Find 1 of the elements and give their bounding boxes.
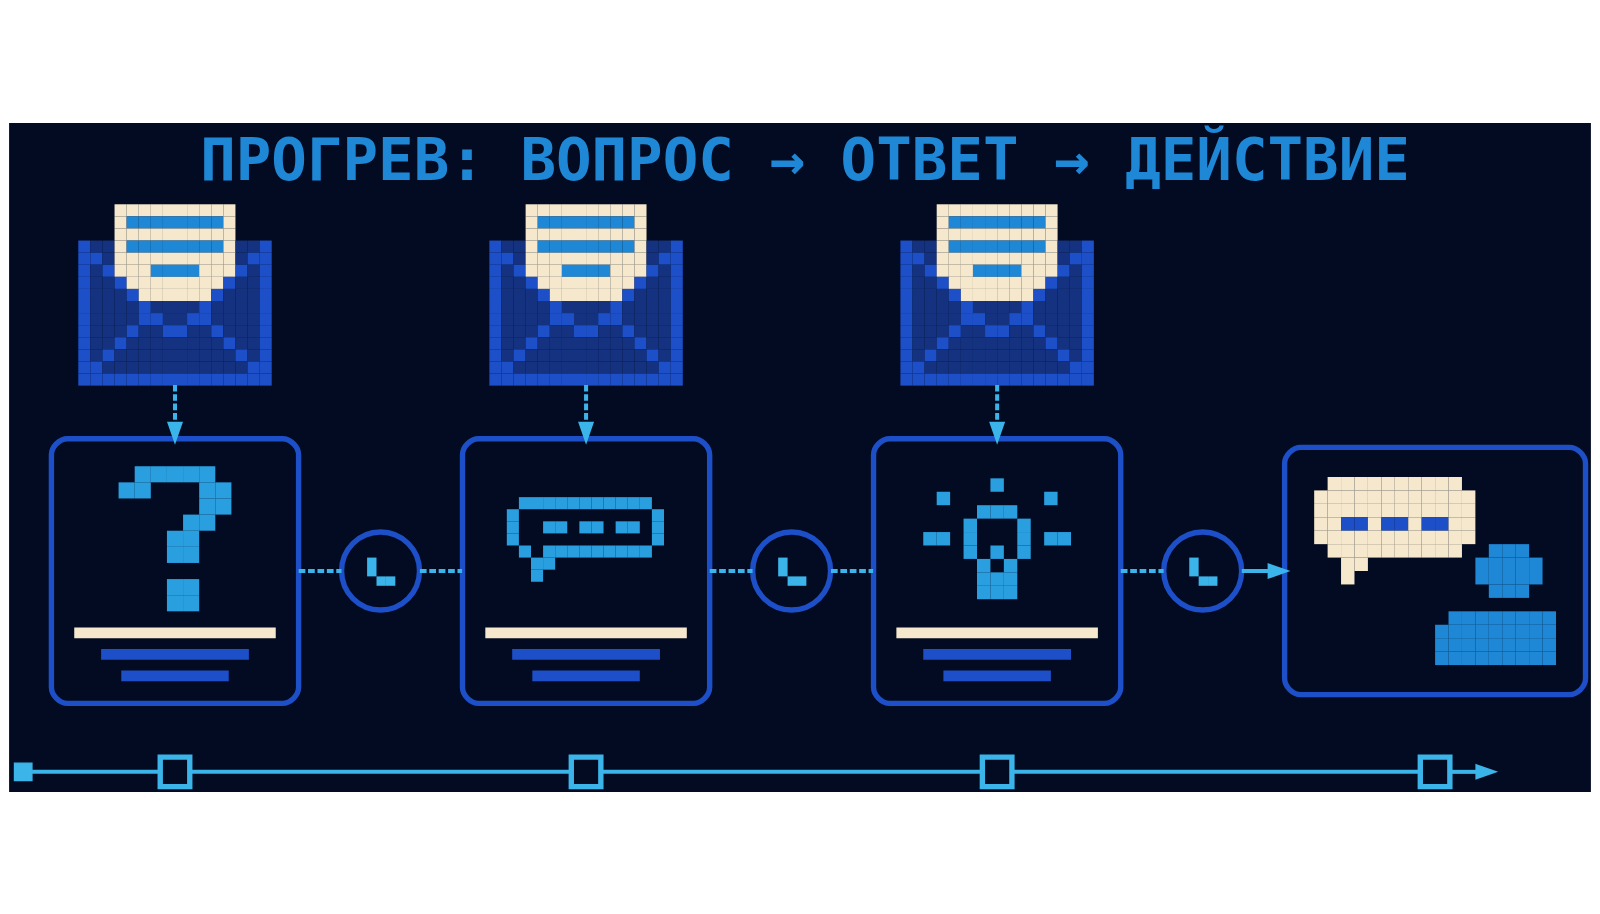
diagram-title: ПРОГРЕВ: ВОПРОС → ОТВЕТ → ДЕЙСТВИЕ	[200, 124, 1410, 194]
